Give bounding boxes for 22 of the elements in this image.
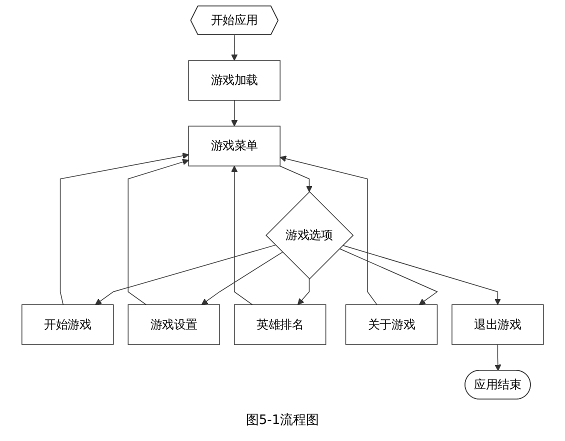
node-box: 开始游戏 — [21, 304, 114, 345]
arrow — [230, 34, 238, 61]
arrow — [297, 278, 310, 305]
node-box: 关于游戏 — [345, 304, 438, 345]
node-box: 英雄排名 — [234, 304, 326, 345]
node-box: 游戏加载 — [188, 60, 280, 101]
figure-caption: 图5-1流程图 — [246, 412, 320, 429]
node-box: 游戏设置 — [128, 304, 220, 345]
arrow — [279, 166, 312, 192]
arrow — [494, 344, 501, 371]
arrow — [128, 158, 189, 306]
arrow — [338, 248, 438, 305]
node-box: 退出游戏 — [451, 304, 544, 345]
node-diamond: 游戏选项 — [265, 191, 354, 280]
node-box: 游戏菜单 — [188, 126, 280, 166]
arrow — [201, 252, 283, 305]
arrow — [342, 244, 501, 305]
arrow — [94, 244, 276, 305]
arrow — [230, 166, 253, 306]
arrow — [230, 100, 238, 126]
arrow — [280, 156, 378, 306]
arrow — [60, 152, 189, 306]
